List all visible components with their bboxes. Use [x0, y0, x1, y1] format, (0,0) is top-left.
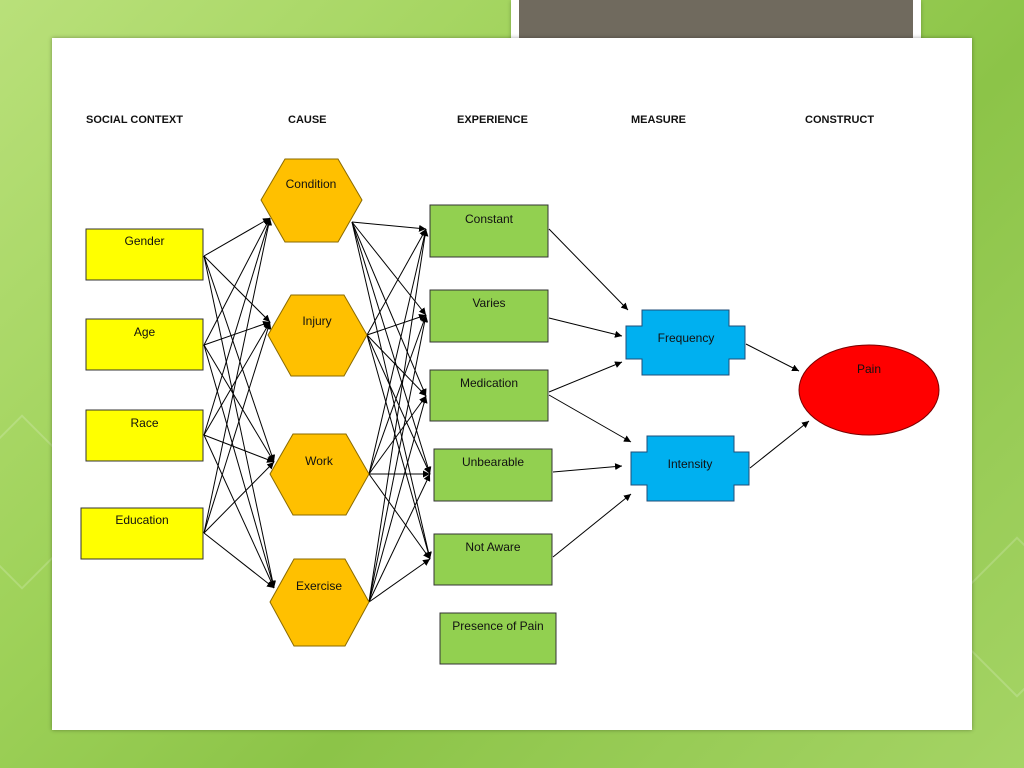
edge-layer — [203, 217, 810, 603]
node-frequency: Frequency — [625, 309, 746, 376]
node-presence-of-pain: Presence of Pain — [439, 612, 557, 665]
connector-arrow — [366, 228, 427, 336]
connector-arrow — [203, 434, 275, 463]
connector-arrow — [548, 394, 632, 443]
connector-arrow — [203, 217, 271, 257]
node-pain-label: Pain — [857, 362, 881, 376]
header-experience: EXPERIENCE — [457, 114, 528, 126]
node-pain: Pain — [798, 344, 940, 436]
connector-arrow — [368, 473, 431, 603]
node-not-aware: Not Aware — [433, 533, 553, 586]
connector-arrow — [203, 255, 271, 323]
connector-arrow — [368, 314, 429, 603]
node-frequency-label: Frequency — [658, 331, 715, 345]
node-education: Education — [80, 507, 204, 560]
connector-arrow — [351, 221, 427, 232]
node-work: Work — [269, 433, 370, 516]
connector-arrow — [366, 334, 431, 475]
node-age-label: Age — [134, 325, 156, 339]
node-presence-of-pain-label: Presence of Pain — [452, 619, 543, 633]
connector-arrow — [203, 461, 275, 534]
node-constant-label: Constant — [465, 212, 514, 226]
connector-arrow — [203, 434, 275, 589]
node-intensity-label: Intensity — [668, 457, 713, 471]
connector-arrow — [368, 314, 427, 475]
connector-arrow — [548, 361, 623, 393]
connector-arrow — [351, 221, 432, 560]
connector-arrow — [203, 321, 271, 436]
connector-arrow — [552, 463, 623, 473]
connector-arrow — [203, 217, 272, 534]
connector-arrow — [548, 228, 629, 311]
connector-arrow — [203, 255, 276, 463]
connector-arrow — [203, 321, 272, 534]
connector-arrow — [366, 313, 427, 336]
connector-arrow — [203, 217, 272, 436]
node-work-label: Work — [305, 454, 334, 468]
header-cause: CAUSE — [288, 114, 327, 126]
connector-arrow — [745, 343, 800, 372]
connector-arrow — [368, 473, 431, 560]
header-construct: CONSTRUCT — [805, 114, 874, 126]
connector-arrow — [368, 228, 429, 603]
connector-arrow — [366, 334, 432, 560]
connector-arrow — [749, 420, 810, 469]
connector-arrow — [351, 221, 427, 316]
connector-arrow — [351, 221, 427, 397]
node-gender: Gender — [85, 228, 204, 281]
connector-arrow — [548, 317, 623, 338]
connector-arrow — [368, 395, 428, 603]
connector-arrow — [203, 344, 276, 589]
connector-arrow — [368, 228, 428, 475]
node-age: Age — [85, 318, 204, 371]
node-constant: Constant — [429, 204, 549, 258]
node-exercise: Exercise — [269, 558, 370, 647]
node-exercise-label: Exercise — [296, 579, 342, 593]
node-race-label: Race — [130, 416, 158, 430]
connector-arrow — [203, 320, 271, 346]
connector-arrow — [203, 344, 275, 463]
node-condition: Condition — [260, 158, 363, 243]
connector-arrow — [368, 558, 431, 603]
node-injury: Injury — [267, 294, 368, 377]
node-gender-label: Gender — [124, 234, 164, 248]
node-medication-label: Medication — [460, 376, 518, 390]
connector-arrow — [552, 493, 632, 558]
connector-arrow — [366, 334, 427, 397]
node-varies-label: Varies — [472, 296, 505, 310]
node-unbearable-label: Unbearable — [462, 455, 524, 469]
connector-arrow — [368, 395, 427, 475]
connector-arrow — [203, 217, 271, 346]
connector-arrow — [351, 221, 432, 475]
node-unbearable: Unbearable — [433, 448, 553, 502]
node-education-label: Education — [115, 513, 168, 527]
node-medication: Medication — [429, 369, 549, 422]
connector-arrow — [203, 532, 275, 589]
node-varies: Varies — [429, 289, 549, 343]
node-not-aware-label: Not Aware — [465, 540, 520, 554]
header-measure: MEASURE — [631, 114, 686, 126]
node-intensity: Intensity — [630, 435, 750, 502]
node-injury-label: Injury — [302, 314, 331, 328]
node-race: Race — [85, 409, 204, 462]
header-social-context: SOCIAL CONTEXT — [86, 114, 183, 126]
node-condition-label: Condition — [286, 177, 337, 191]
